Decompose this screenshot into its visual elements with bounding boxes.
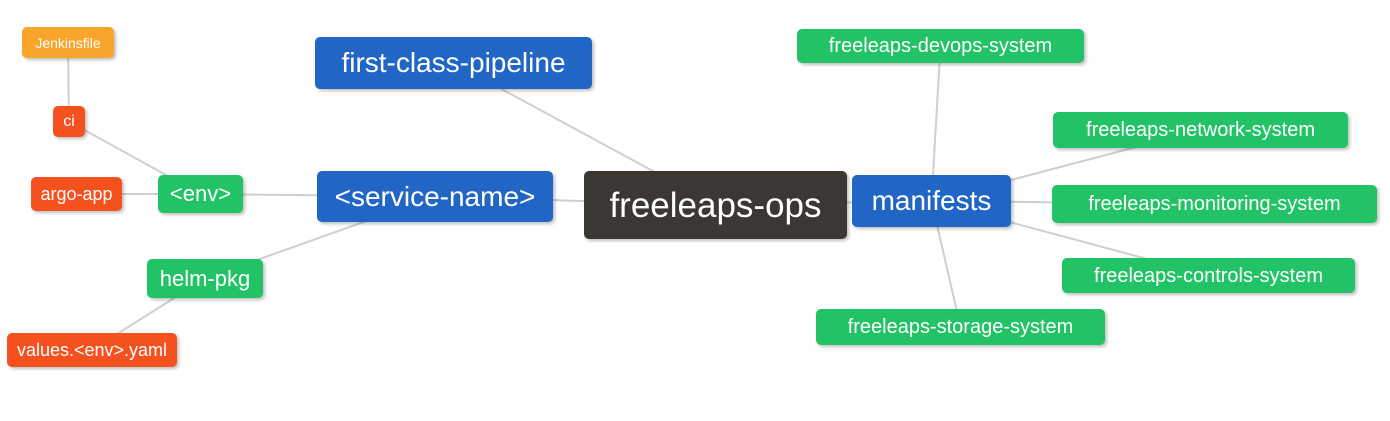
node-freeleaps-ops-root[interactable]: freeleaps-ops [584, 171, 847, 239]
node-ci[interactable]: ci [53, 106, 85, 137]
node-argo-app[interactable]: argo-app [31, 177, 122, 211]
node-freeleaps-storage-system[interactable]: freeleaps-storage-system [816, 309, 1105, 345]
node-freeleaps-monitoring-system[interactable]: freeleaps-monitoring-system [1052, 185, 1377, 223]
node-service-name[interactable]: <service-name> [317, 171, 553, 222]
node-first-class-pipeline[interactable]: first-class-pipeline [315, 37, 592, 89]
node-values-env-yaml[interactable]: values.<env>.yaml [7, 333, 177, 367]
node-manifests[interactable]: manifests [852, 175, 1011, 227]
node-jenkinsfile[interactable]: Jenkinsfile [22, 27, 114, 58]
node-freeleaps-devops-system[interactable]: freeleaps-devops-system [797, 29, 1084, 63]
node-freeleaps-network-system[interactable]: freeleaps-network-system [1053, 112, 1348, 148]
node-freeleaps-controls-system[interactable]: freeleaps-controls-system [1062, 258, 1355, 293]
node-env[interactable]: <env> [158, 175, 243, 213]
node-helm-pkg[interactable]: helm-pkg [147, 259, 263, 298]
